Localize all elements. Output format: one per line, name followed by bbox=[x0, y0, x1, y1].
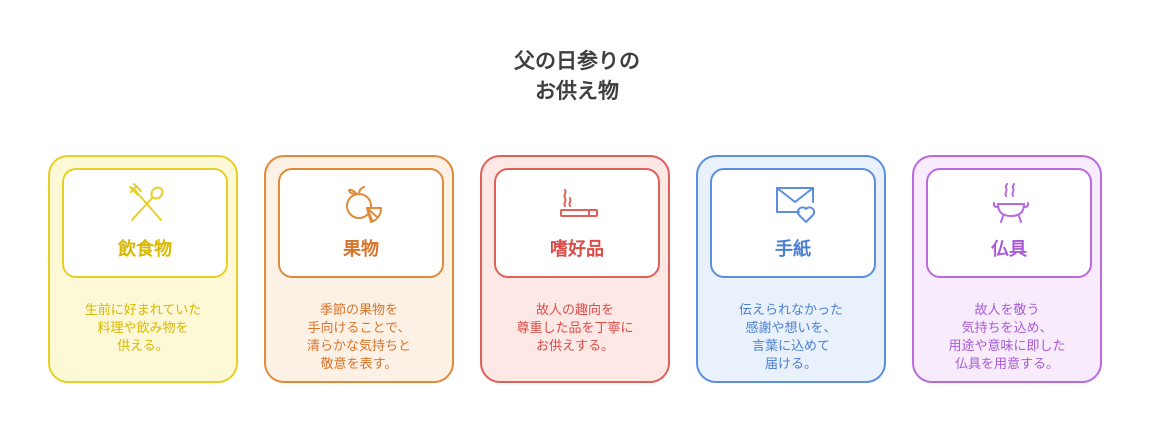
desc-line: 清らかな気持ちと bbox=[306, 339, 411, 354]
desc-line: 尊重した品を丁寧に bbox=[516, 321, 634, 336]
card-header: 嗜好品 bbox=[494, 168, 660, 278]
card-description: 故人を敬う 気持ちを込め、 用途や意味に即した 仏具を用意する。 bbox=[920, 302, 1094, 374]
title-line-1: 父の日参りの bbox=[514, 49, 640, 73]
card-food-drink: 飲食物 生前に好まれていた 料理や飲み物を 供える。 bbox=[48, 155, 238, 383]
incense-burner-icon bbox=[989, 182, 1033, 226]
desc-line: 伝えられなかった bbox=[738, 303, 843, 318]
desc-line: 用途や意味に即した bbox=[948, 339, 1066, 354]
title-line-2: お供え物 bbox=[535, 79, 619, 103]
desc-line: 届ける。 bbox=[764, 357, 817, 372]
card-luxury-goods: 嗜好品 故人の趣向を 尊重した品を丁寧に お供えする。 bbox=[480, 155, 670, 383]
card-label: 仏具 bbox=[991, 239, 1027, 260]
desc-line: 感謝や想いを、 bbox=[745, 321, 837, 336]
desc-line: 季節の果物を bbox=[319, 303, 398, 318]
fruit-icon bbox=[341, 182, 385, 226]
card-letter: 手紙 伝えられなかった 感謝や想いを、 言葉に込めて 届ける。 bbox=[696, 155, 886, 383]
card-fruit: 果物 季節の果物を 手向けることで、 清らかな気持ちと 敬意を表す。 bbox=[264, 155, 454, 383]
diagram-title: 父の日参りの お供え物 bbox=[0, 46, 1154, 106]
envelope-heart-icon bbox=[773, 182, 817, 226]
card-header: 飲食物 bbox=[62, 168, 228, 278]
desc-line: 言葉に込めて bbox=[751, 339, 830, 354]
card-header: 果物 bbox=[278, 168, 444, 278]
desc-line: 生前に好まれていた bbox=[84, 303, 202, 318]
card-description: 季節の果物を 手向けることで、 清らかな気持ちと 敬意を表す。 bbox=[272, 302, 446, 374]
fork-knife-icon bbox=[125, 182, 169, 226]
card-label: 手紙 bbox=[775, 239, 811, 260]
card-label: 果物 bbox=[343, 239, 379, 260]
desc-line: お供えする。 bbox=[535, 339, 614, 354]
cigarette-icon bbox=[557, 182, 601, 226]
desc-line: 料理や飲み物を bbox=[97, 321, 189, 336]
desc-line: 故人を敬う bbox=[974, 303, 1040, 318]
desc-line: 気持ちを込め、 bbox=[961, 321, 1053, 336]
card-header: 仏具 bbox=[926, 168, 1092, 278]
desc-line: 仏具を用意する。 bbox=[954, 357, 1059, 372]
card-label: 嗜好品 bbox=[550, 239, 604, 260]
desc-line: 故人の趣向を bbox=[535, 303, 614, 318]
card-description: 生前に好まれていた 料理や飲み物を 供える。 bbox=[56, 302, 230, 356]
card-label: 飲食物 bbox=[118, 239, 172, 260]
desc-line: 敬意を表す。 bbox=[320, 357, 398, 372]
card-description: 伝えられなかった 感謝や想いを、 言葉に込めて 届ける。 bbox=[704, 302, 878, 374]
desc-line: 手向けることで、 bbox=[307, 321, 411, 336]
card-header: 手紙 bbox=[710, 168, 876, 278]
card-description: 故人の趣向を 尊重した品を丁寧に お供えする。 bbox=[488, 302, 662, 356]
card-buddhist-altar: 仏具 故人を敬う 気持ちを込め、 用途や意味に即した 仏具を用意する。 bbox=[912, 155, 1102, 383]
desc-line: 供える。 bbox=[117, 339, 169, 354]
